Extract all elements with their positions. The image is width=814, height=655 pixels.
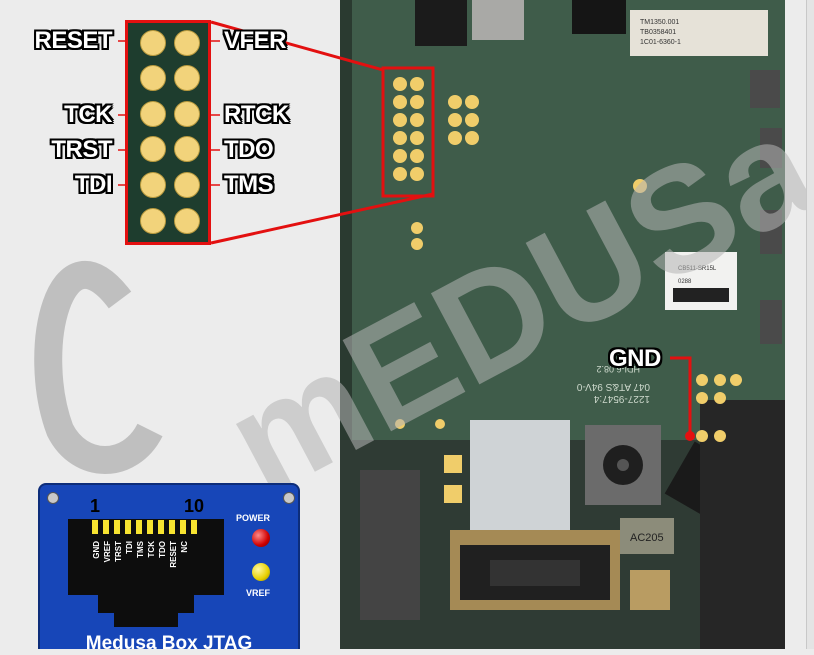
sticker-top-line-3: 1C01-6360-1 — [640, 39, 681, 46]
vref-led-icon — [252, 563, 270, 581]
label-trst: TRST — [51, 136, 112, 163]
pad-tdo — [174, 136, 200, 162]
pad-trst — [140, 136, 166, 162]
jtag-pin-tck: TCK — [147, 541, 156, 558]
pad-bottom-left — [140, 208, 166, 234]
zoom-line-top — [210, 20, 384, 72]
power-label: POWER — [236, 513, 271, 523]
vertical-scrollbar[interactable] — [806, 0, 814, 649]
board-mark-2: 1227-9547:4 — [593, 393, 650, 404]
power-led-icon — [252, 529, 270, 547]
jtag-pin-trst: TRST — [114, 541, 123, 562]
pad-reset — [140, 30, 166, 56]
label-tms: TMS — [224, 171, 274, 198]
label-rtck: RTCK — [224, 101, 289, 128]
jtag-pin-reset: RESET — [169, 541, 178, 568]
label-gnd: GND — [609, 345, 661, 372]
pad-rtck — [174, 101, 200, 127]
screw-icon — [283, 492, 295, 504]
pin-start-number: 1 — [90, 496, 101, 516]
pin-end-number: 10 — [184, 496, 205, 516]
label-tdi: TDI — [74, 171, 113, 198]
jtag-pin-tdi: TDI — [125, 541, 134, 554]
watermark-text: mEDUSa — [201, 80, 814, 527]
gnd-leader — [670, 356, 692, 436]
pcb-artwork: TM1350.001 TB0358401 1C01-6360-1 CB511-S… — [340, 0, 785, 649]
label-reset: RESET — [34, 27, 112, 54]
board-mark-1: 047 AT&S 94V-0 — [576, 381, 650, 392]
pcb-board: TM1350.001 TB0358401 1C01-6360-1 CB511-S… — [340, 0, 785, 649]
zoom-line-bottom — [210, 192, 434, 245]
jtag-pin-tms: TMS — [136, 541, 145, 558]
medusa-jtag-panel: 1 10 GND VREF TRST TDI TMS TCK TDO RESET… — [38, 483, 300, 654]
jtag-pin-gnd: GND — [92, 541, 101, 559]
pad-tms — [174, 172, 200, 198]
sticker-mid-small: 0288 — [678, 279, 692, 285]
pad-vfer — [174, 30, 200, 56]
jtag-pin-vref: VREF — [103, 541, 112, 563]
jtag-connector — [68, 519, 224, 627]
sticker-top-line-2: TB0358401 — [640, 29, 676, 36]
magnified-pin-header — [125, 20, 211, 245]
pad-bottom-right — [174, 208, 200, 234]
board-mark-3: HDI-6 08.2 — [596, 364, 640, 374]
sticker-mid-code: CB511-SR15L — [678, 266, 717, 272]
label-tck: TCK — [64, 101, 112, 128]
jtag-panel-title: Medusa Box JTAG — [85, 633, 253, 654]
pad-tck — [140, 101, 166, 127]
pad-unlabeled-right — [174, 65, 200, 91]
screw-icon — [47, 492, 59, 504]
board-mark-4: AC205 — [630, 532, 664, 544]
label-tdo: TDO — [224, 136, 274, 163]
jtag-pin-tdo: TDO — [158, 541, 167, 558]
sticker-top-line-1: TM1350.001 — [640, 19, 679, 26]
vref-label: VREF — [246, 588, 271, 598]
label-vfer: VFER — [224, 27, 287, 54]
pad-tdi — [140, 172, 166, 198]
pad-unlabeled-left — [140, 65, 166, 91]
jtag-pin-nc: NC — [180, 541, 189, 553]
